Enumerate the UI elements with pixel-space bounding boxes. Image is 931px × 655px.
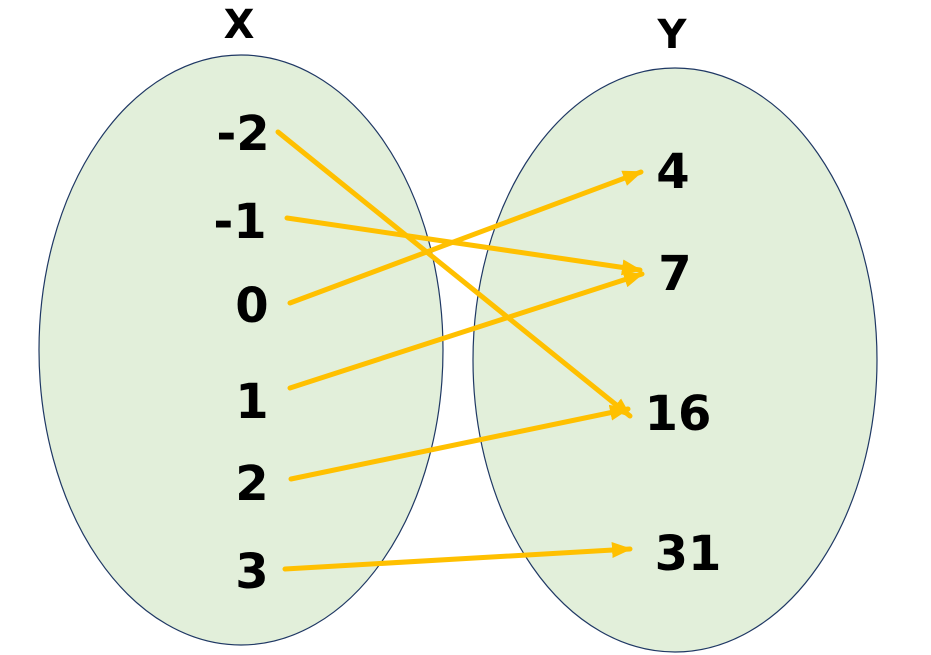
mapping-arrow-neg1-to-7 (284, 215, 643, 276)
codomain-set-ellipse (472, 67, 878, 653)
codomain-element: 4 (656, 144, 689, 200)
domain-element: 1 (235, 374, 268, 430)
domain-element: 3 (235, 544, 268, 600)
mapping-arrow-0-to-4 (287, 169, 644, 306)
mapping-arrow-neg2-to-16 (275, 129, 633, 419)
codomain-element: 31 (655, 526, 722, 582)
codomain-element: 7 (658, 246, 691, 302)
mapping-arrow-2-to-16 (288, 404, 631, 482)
mapping-arrows (275, 129, 645, 572)
domain-element: 0 (235, 278, 268, 334)
domain-element: -2 (216, 106, 269, 162)
mapping-arrow-1-to-7 (287, 271, 645, 391)
codomain-element: 16 (645, 386, 712, 442)
domain-set-ellipse (38, 54, 444, 646)
codomain-set-label: Y (657, 12, 688, 58)
mapping-arrow-3-to-31 (282, 542, 633, 572)
domain-set-label: X (224, 2, 255, 48)
domain-element: -1 (213, 194, 266, 250)
domain-element: 2 (235, 456, 268, 512)
